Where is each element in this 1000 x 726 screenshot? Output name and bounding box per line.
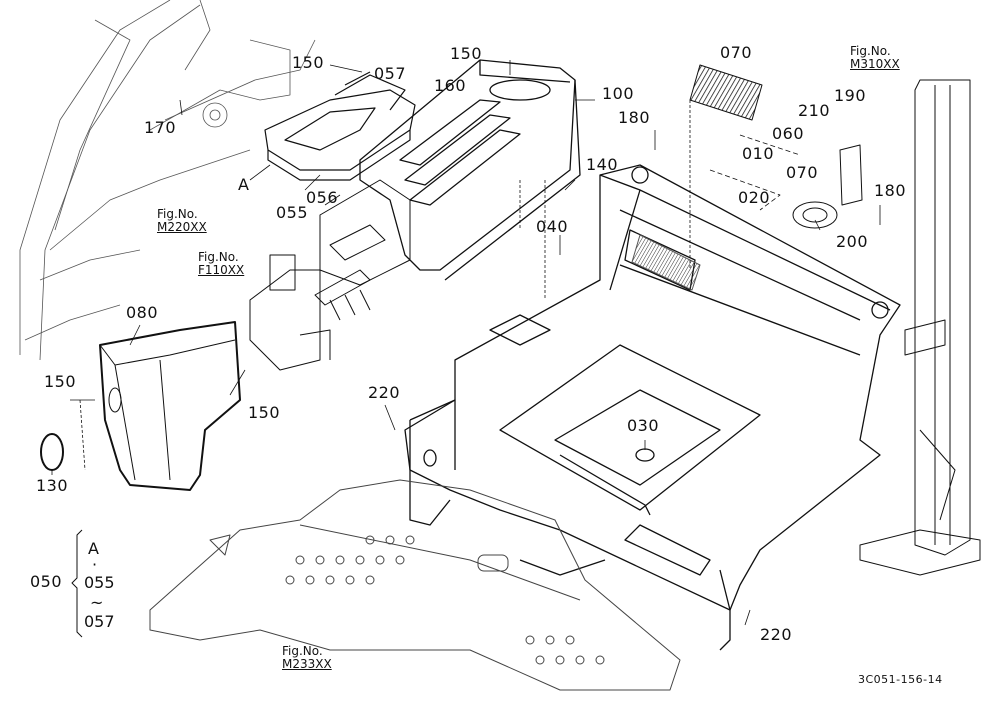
callout-040: 040 <box>536 217 569 236</box>
decal-070 <box>689 64 763 121</box>
group-item-dot: · <box>92 555 98 574</box>
callout-140: 140 <box>586 155 619 174</box>
callout-220a: 220 <box>368 383 401 402</box>
group-item-tilde: ~ <box>90 593 104 612</box>
floor-step <box>149 479 681 691</box>
group-label-050: 050 <box>30 572 63 591</box>
decal-020 <box>631 234 701 291</box>
callout-180b: 180 <box>874 181 907 200</box>
side-cover-panel <box>99 321 241 491</box>
callout-150a: 150 <box>292 53 325 72</box>
callout-070b: 070 <box>786 163 819 182</box>
fig-ref-m233: Fig.No.M233XX <box>282 644 332 671</box>
callout-055: 055 <box>276 203 309 222</box>
drawing-code: 3C051-156-14 <box>858 673 943 686</box>
callout-200: 200 <box>836 232 869 251</box>
callout-130: 130 <box>36 476 69 495</box>
fig-ref-m220: Fig.No.M220XX <box>157 207 207 234</box>
group-item-057: 057 <box>84 612 115 631</box>
callout-150c: 150 <box>44 372 77 391</box>
callout-057: 057 <box>374 64 407 83</box>
callout-030: 030 <box>627 416 660 435</box>
callout-100: 100 <box>602 84 635 103</box>
group-item-055: 055 <box>84 573 115 592</box>
fender-panel <box>359 59 581 281</box>
fig-ref-f110: Fig.No.F110XX <box>198 250 245 277</box>
callout-190: 190 <box>834 86 867 105</box>
callout-060: 060 <box>772 124 805 143</box>
callout-150d: 150 <box>248 403 281 422</box>
group-brace <box>71 529 83 638</box>
callout-180a: 180 <box>618 108 651 127</box>
lever-bracket-assembly <box>249 179 411 371</box>
callout-056: 056 <box>306 188 339 207</box>
callout-150b: 150 <box>450 44 483 63</box>
callout-210: 210 <box>798 101 831 120</box>
callout-170: 170 <box>144 118 177 137</box>
callout-080: 080 <box>126 303 159 322</box>
group-item-a: A <box>88 539 99 558</box>
callout-220b: 220 <box>760 625 793 644</box>
callout-010: 010 <box>742 144 775 163</box>
fig-ref-m310: Fig.No.M310XX <box>850 44 900 71</box>
callout-160: 160 <box>434 76 467 95</box>
cap-130 <box>40 433 64 471</box>
mount-bracket <box>792 144 863 229</box>
callout-a: A <box>238 175 250 194</box>
callout-070: 070 <box>720 43 753 62</box>
leader-lines <box>51 60 881 626</box>
seat-cushion <box>264 71 416 181</box>
rops-post <box>859 79 981 576</box>
seat-deck-plate <box>404 164 901 651</box>
rear-frame-outline <box>19 0 316 361</box>
callout-020: 020 <box>738 188 771 207</box>
